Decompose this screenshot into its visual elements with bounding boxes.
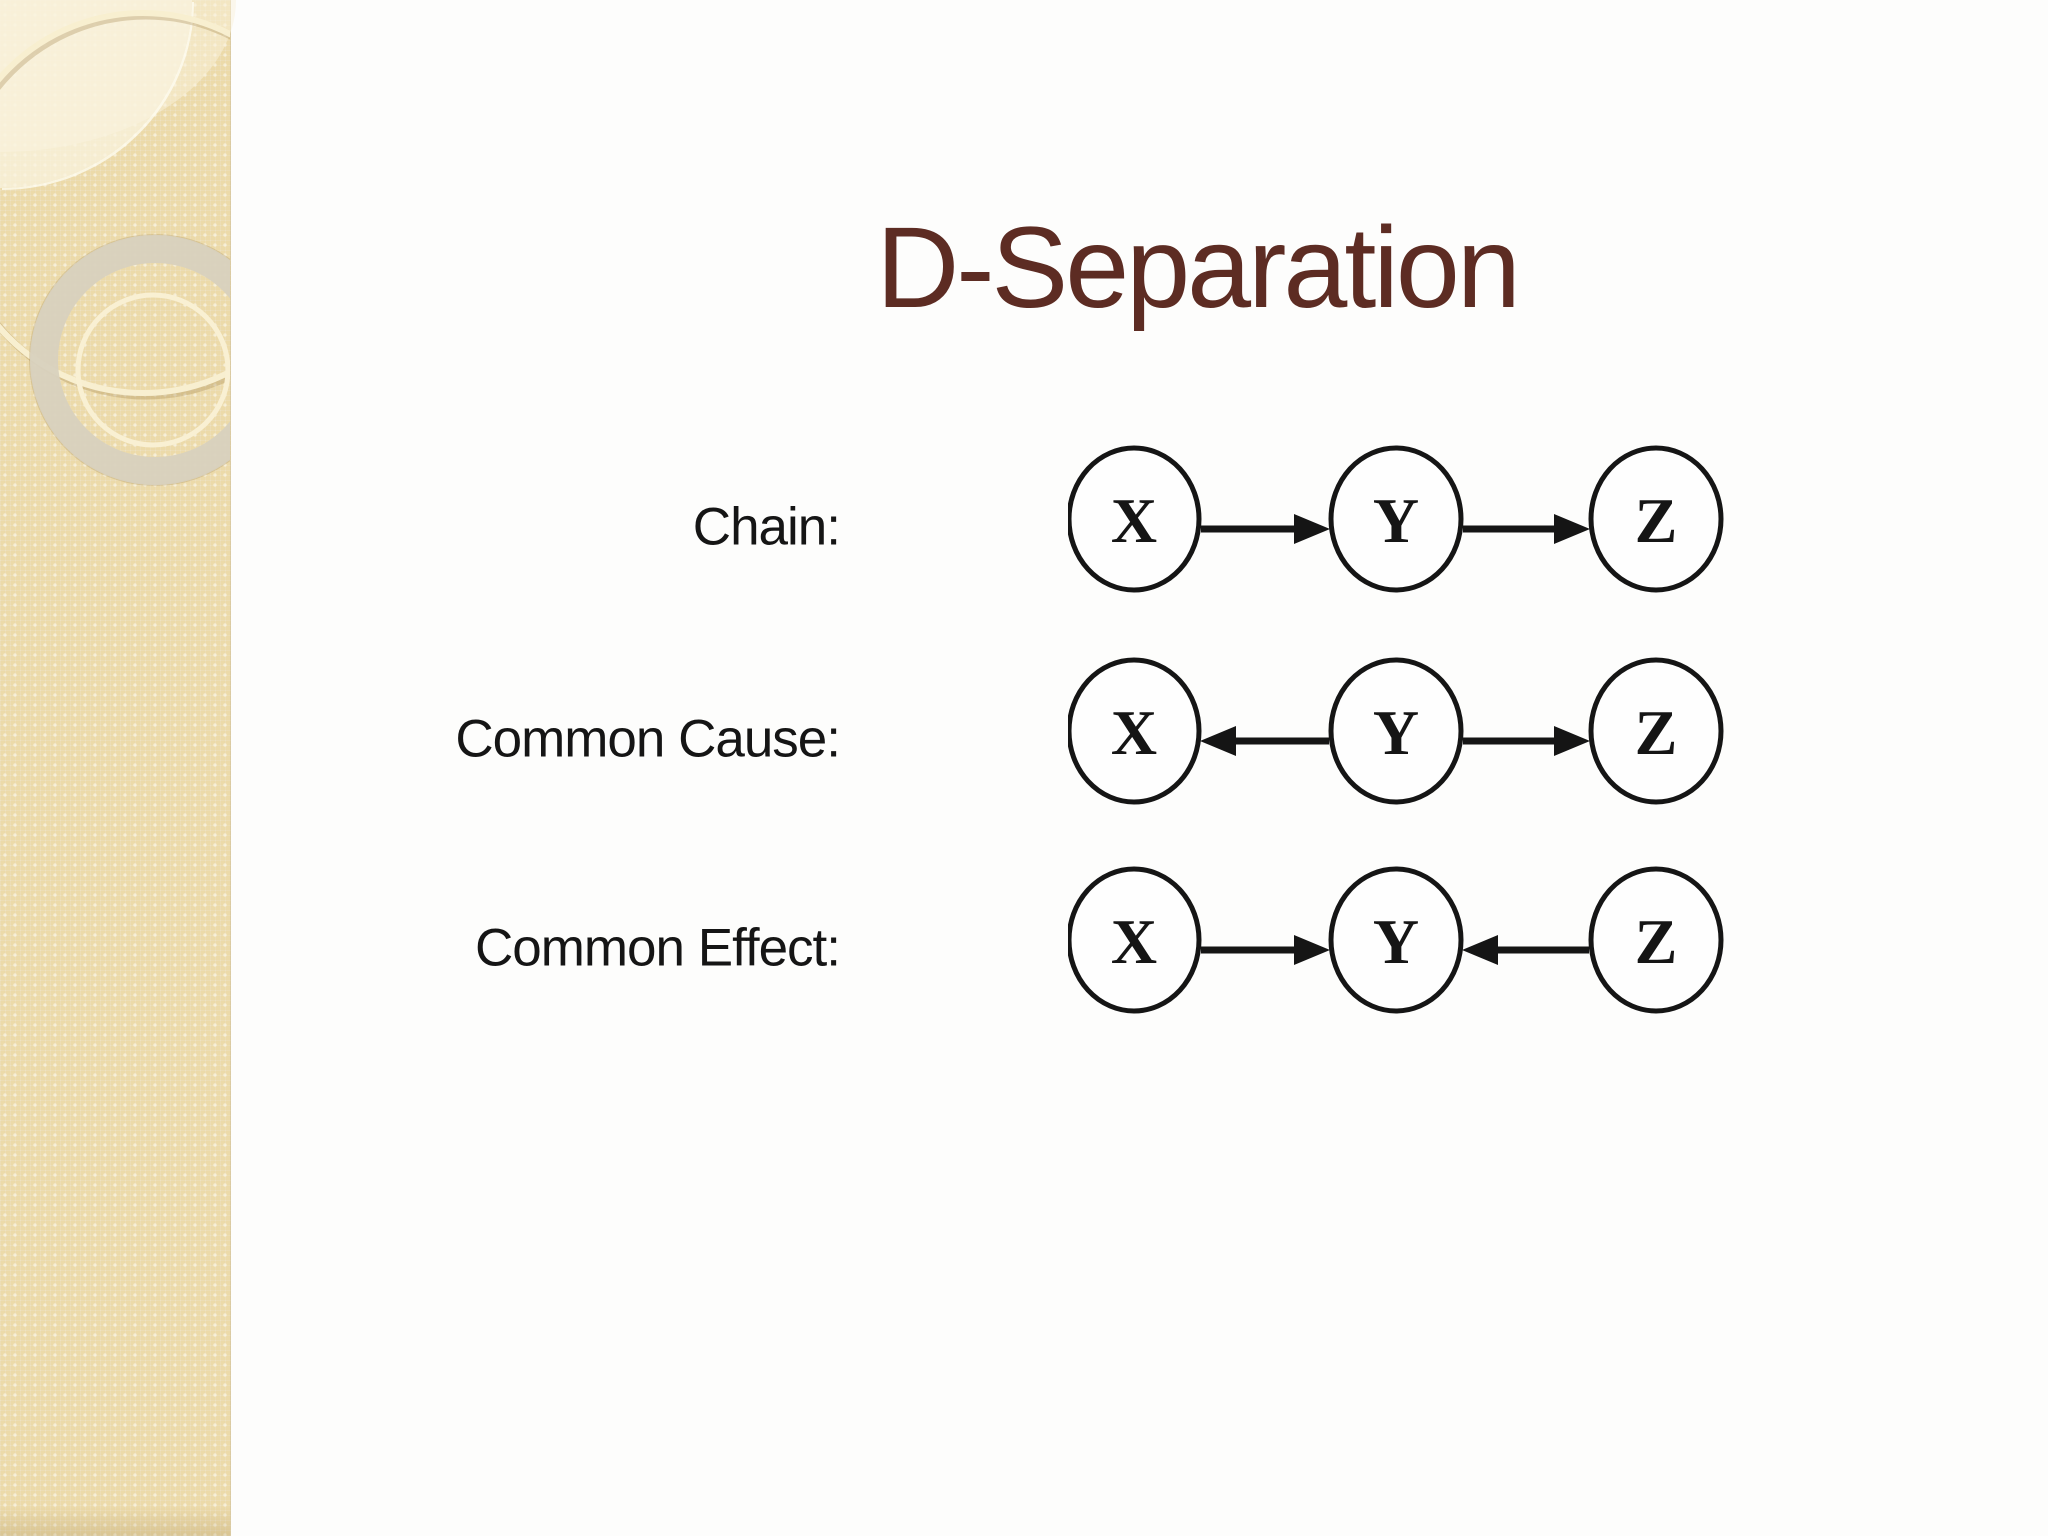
node-label-Y: Y [1373,906,1419,977]
node-label-Z: Z [1635,697,1678,768]
row-label-chain: Chain: [692,497,841,557]
node-label-X: X [1111,906,1157,977]
ring-thin-small [75,292,230,448]
edge-arrowhead-Y-X [1200,726,1236,756]
edge-arrowhead-X-Y [1294,514,1330,544]
ring-thin-large [0,10,230,396]
node-circle-X [1068,445,1202,593]
edge-arrowhead-Z-Y [1462,935,1498,965]
diagram-row-common-effect: Common Effect: X Y Z [0,860,2048,1020]
sidebar-decoration [0,0,236,1536]
title-area: D-Separation [230,128,2048,409]
row-label-common-cause: Common Cause: [455,709,841,769]
ring-gray-thick [30,235,230,485]
causal-graph-common-effect: X Y Z [1068,866,1724,1014]
causal-graph-chain: X Y Z [1068,445,1724,593]
node-label-X: X [1111,485,1157,556]
diagram-row-common-cause: Common Cause: X Y Z [0,651,2048,811]
node-circle-X [1068,866,1202,1014]
node-label-X: X [1111,697,1157,768]
causal-graph-common-cause: X Y Z [1068,657,1724,805]
node-circle-Z [1588,445,1724,593]
node-circle-Y [1328,445,1464,593]
node-label-Z: Z [1635,906,1678,977]
node-label-Y: Y [1373,697,1419,768]
node-label-Y: Y [1373,485,1419,556]
edge-arrowhead-X-Y [1294,935,1330,965]
node-circle-Y [1328,657,1464,805]
node-label-Z: Z [1635,485,1678,556]
node-circle-Y [1328,866,1464,1014]
node-circle-Z [1588,657,1724,805]
ring-ornaments [0,10,230,486]
diagram-row-chain: Chain: X Y Z [0,439,2048,599]
edge-arrowhead-Y-Z [1554,514,1590,544]
edge-arrowhead-Y-Z [1554,726,1590,756]
row-label-common-effect: Common Effect: [475,918,841,978]
node-circle-X [1068,657,1202,805]
node-circle-Z [1588,866,1724,1014]
slide-title: D-Separation [876,204,1521,333]
